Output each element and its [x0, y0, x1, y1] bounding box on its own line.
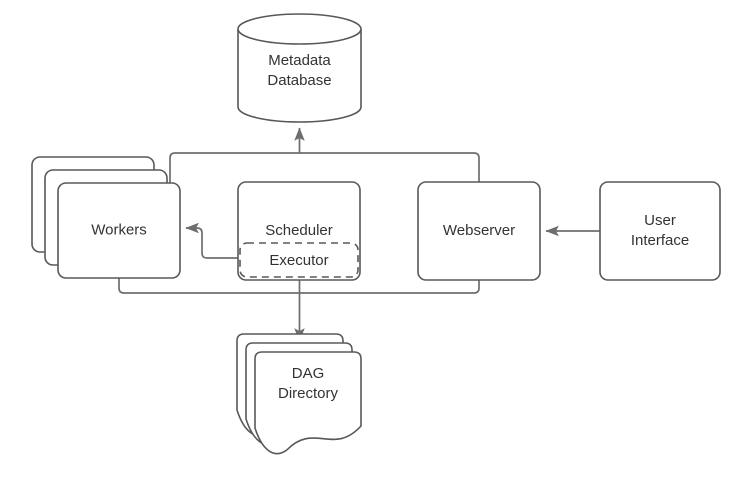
connectors-layer — [118, 128, 600, 341]
dag-directory-label-line2: Directory — [278, 385, 339, 402]
node-workers[interactable]: Workers — [31, 156, 181, 279]
user-interface-label-line1: User — [644, 212, 676, 229]
metadata-database-label-line2: Database — [267, 72, 331, 89]
workers-label: Workers — [91, 221, 147, 238]
user-interface-label-line2: Interface — [631, 232, 689, 249]
node-webserver[interactable]: Webserver — [417, 181, 541, 281]
executor-label: Executor — [269, 252, 328, 269]
webserver-box — [417, 181, 541, 281]
dag-directory-label-line1: DAG — [292, 365, 325, 382]
connector-bus-to-metadata-database — [169, 128, 480, 183]
scheduler-box — [237, 181, 361, 281]
scheduler-label: Scheduler — [265, 222, 333, 239]
workers-front — [57, 182, 181, 279]
connector-executor-to-workers — [185, 222, 238, 259]
metadata-database-body — [237, 29, 362, 123]
node-dag-directory[interactable]: DAG Directory — [236, 333, 362, 455]
connector-bus-to-dag-directory — [118, 277, 480, 341]
executor-box — [239, 242, 359, 278]
metadata-database-top-ellipse — [237, 13, 362, 45]
node-executor[interactable]: Executor — [239, 242, 359, 278]
user-interface-box — [599, 181, 721, 281]
node-scheduler[interactable]: Scheduler — [237, 181, 361, 281]
webserver-label: Webserver — [443, 222, 515, 239]
metadata-database-label-line1: Metadata — [268, 52, 331, 69]
dag-directory-front — [254, 351, 362, 455]
